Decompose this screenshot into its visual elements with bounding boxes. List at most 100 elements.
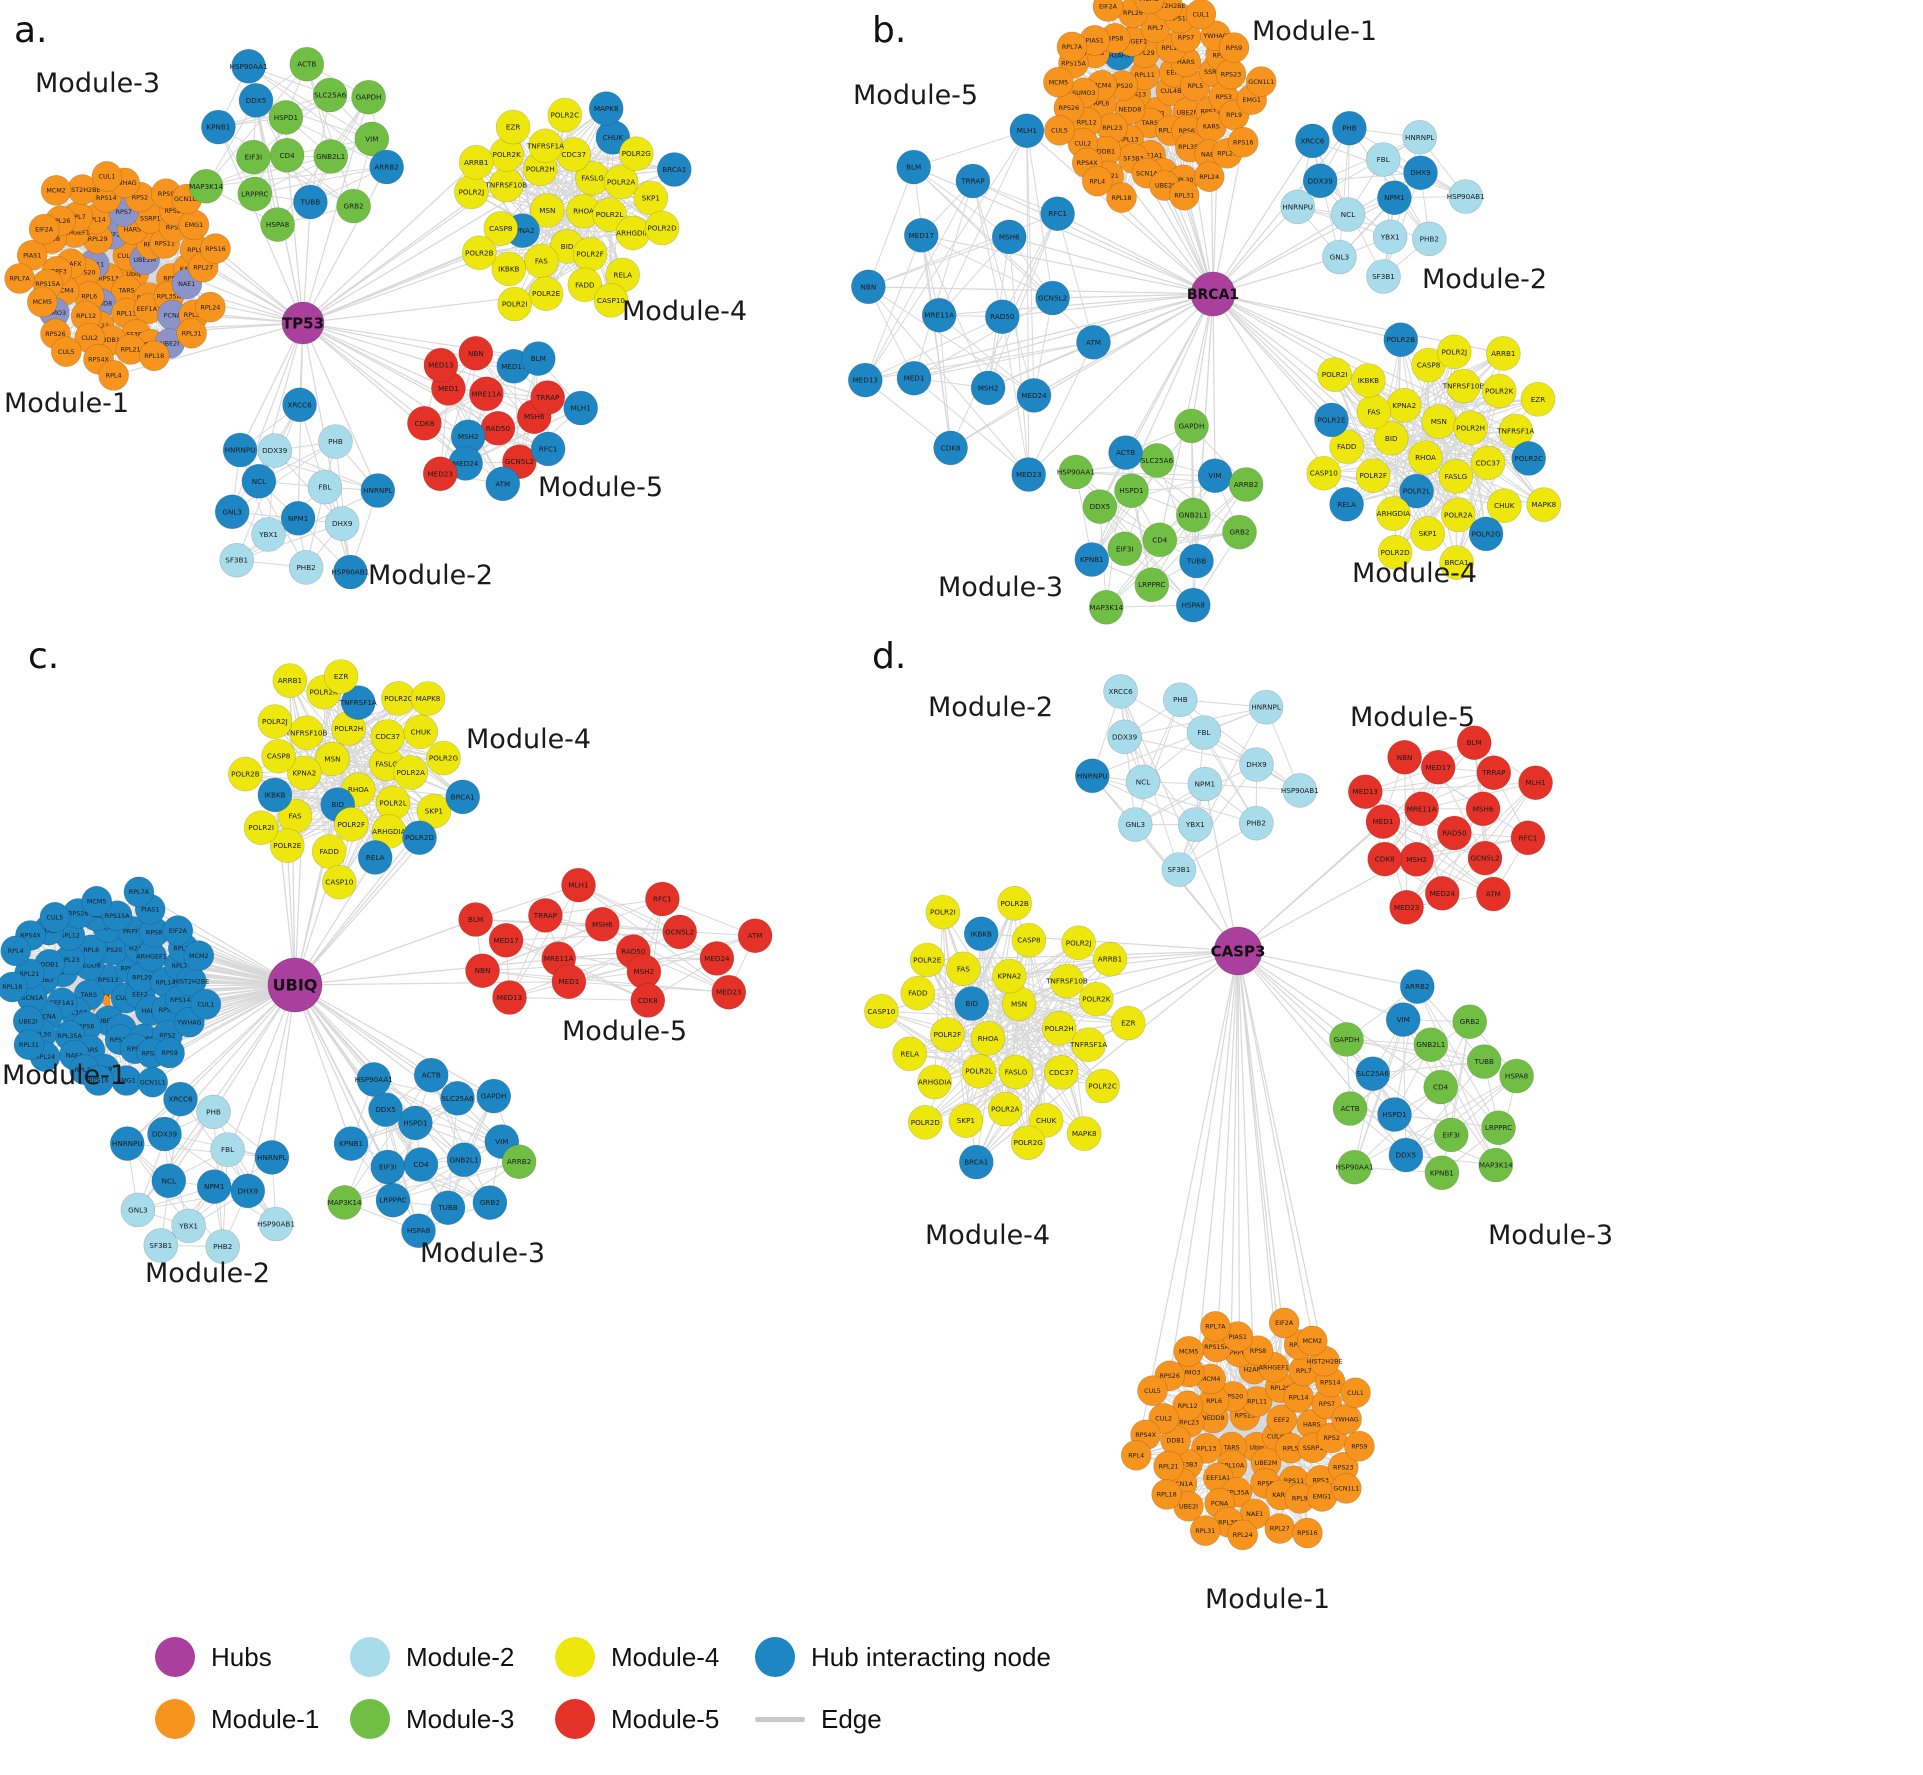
node-YBX1[interactable]: YBX1: [1178, 807, 1213, 842]
node-HNRNPL[interactable]: HNRNPL: [1248, 689, 1284, 725]
node-CASP10[interactable]: CASP10: [1306, 455, 1342, 491]
node-KPNB1[interactable]: KPNB1: [1074, 542, 1110, 577]
node-FASLG[interactable]: FASLG: [998, 1054, 1034, 1090]
node-HSPA8[interactable]: HSPA8: [1176, 587, 1211, 623]
node-DHX9[interactable]: DHX9: [324, 506, 360, 541]
node-CDC37[interactable]: CDC37: [1044, 1055, 1079, 1090]
node-DDX5[interactable]: DDX5: [368, 1092, 403, 1127]
node-CASP10[interactable]: CASP10: [321, 864, 357, 900]
node-MED13[interactable]: MED13: [847, 362, 883, 398]
node-POLR2F[interactable]: POLR2F: [930, 1017, 965, 1052]
node-MAP3K14[interactable]: MAP3K14: [188, 169, 223, 204]
node-ARRB1[interactable]: ARRB1: [1092, 941, 1128, 977]
node-GAPDH[interactable]: GAPDH: [351, 79, 386, 115]
node-RPS16[interactable]: RPS16: [200, 233, 231, 264]
node-RPL24[interactable]: RPL24: [1227, 1519, 1258, 1551]
node-HSP90AB1[interactable]: HSP90AB1: [331, 554, 369, 590]
node-HSP90AA1[interactable]: HSP90AA1: [1057, 454, 1095, 490]
node-NBN[interactable]: NBN: [1387, 739, 1422, 775]
node-EIF2A[interactable]: EIF2A: [162, 915, 194, 946]
node-ACTB[interactable]: ACTB: [413, 1057, 449, 1093]
node-XRCC6[interactable]: XRCC6: [1103, 674, 1138, 709]
node-ARRB2[interactable]: ARRB2: [1228, 467, 1264, 502]
node-RPL24[interactable]: RPL24: [1193, 161, 1225, 192]
node-MED1[interactable]: MED1: [551, 964, 587, 1000]
node-POLR2B[interactable]: POLR2B: [228, 756, 263, 792]
node-POLR2B[interactable]: POLR2B: [1383, 322, 1419, 358]
node-POLR2J[interactable]: POLR2J: [1061, 925, 1096, 961]
node-CDK8[interactable]: CDK8: [1367, 841, 1402, 877]
node-NBN[interactable]: NBN: [851, 269, 886, 305]
node-RFC1[interactable]: RFC1: [1510, 820, 1546, 856]
node-BRCA1[interactable]: BRCA1: [445, 779, 481, 815]
node-RPL31[interactable]: RPL31: [176, 317, 207, 349]
node-EIF3I[interactable]: EIF3I: [370, 1149, 406, 1185]
node-MED17[interactable]: MED17: [1420, 749, 1456, 785]
node-CD4[interactable]: CD4: [1142, 522, 1178, 558]
node-MAPK8[interactable]: MAPK8: [1066, 1116, 1102, 1151]
node-DDX39[interactable]: DDX39: [1302, 163, 1338, 199]
node-NBN[interactable]: NBN: [465, 953, 500, 989]
node-CHUK[interactable]: CHUK: [1487, 488, 1522, 524]
node-GCN1L1[interactable]: GCN1L1: [137, 1066, 168, 1098]
node-FADD[interactable]: FADD: [900, 975, 936, 1011]
node-NPM1[interactable]: NPM1: [1377, 180, 1412, 215]
node-POLR2E[interactable]: POLR2E: [909, 942, 945, 978]
node-ARHGDIA[interactable]: ARHGDIA: [1376, 496, 1411, 531]
node-IKBKB[interactable]: IKBKB: [1351, 363, 1386, 398]
node-POLR2A[interactable]: POLR2A: [1441, 497, 1476, 533]
node-ACTB[interactable]: ACTB: [1108, 435, 1143, 470]
node-POLR2G[interactable]: POLR2G: [1010, 1125, 1046, 1160]
node-CASP10[interactable]: CASP10: [864, 993, 899, 1029]
node-LRPPRC[interactable]: LRPPRC: [1134, 567, 1170, 603]
node-HSPD1[interactable]: HSPD1: [1114, 473, 1149, 509]
node-TUBB[interactable]: TUBB: [1179, 543, 1214, 579]
node-GNL3[interactable]: GNL3: [1118, 807, 1153, 842]
node-MCM2[interactable]: MCM2: [40, 175, 72, 206]
node-POLR2C[interactable]: POLR2C: [547, 97, 583, 133]
node-MSH6[interactable]: MSH6: [991, 219, 1027, 255]
node-RPL7A[interactable]: RPL7A: [1056, 31, 1088, 63]
node-SF3B1[interactable]: SF3B1: [1161, 852, 1197, 887]
node-DDX39[interactable]: DDX39: [1107, 719, 1142, 755]
node-SKP1[interactable]: SKP1: [633, 180, 669, 216]
node-NBN[interactable]: NBN: [458, 335, 494, 371]
node-YBX1[interactable]: YBX1: [251, 517, 286, 552]
node-MCM5[interactable]: MCM5: [81, 885, 112, 917]
node-MAP3K14[interactable]: MAP3K14: [1478, 1147, 1513, 1183]
node-SLC25A6[interactable]: SLC25A6: [1139, 443, 1175, 478]
node-HSPD1[interactable]: HSPD1: [398, 1105, 433, 1141]
node-ACTB[interactable]: ACTB: [289, 46, 325, 82]
node-XRCC6[interactable]: XRCC6: [1295, 123, 1330, 159]
node-RFC1[interactable]: RFC1: [1040, 196, 1075, 231]
node-ARRB2[interactable]: ARRB2: [501, 1144, 537, 1179]
node-RPL4[interactable]: RPL4: [1120, 1440, 1152, 1471]
node-POLR2E[interactable]: POLR2E: [528, 276, 564, 312]
node-VIM[interactable]: VIM: [1197, 458, 1233, 494]
node-BLM[interactable]: BLM: [458, 902, 493, 937]
node-RPS23[interactable]: RPS23: [1215, 58, 1247, 90]
node-POLR2G[interactable]: POLR2G: [618, 136, 654, 171]
node-NCL[interactable]: NCL: [151, 1163, 187, 1199]
node-HSPA8[interactable]: HSPA8: [260, 207, 295, 242]
node-EZR[interactable]: EZR: [1111, 1005, 1146, 1041]
node-TUBB[interactable]: TUBB: [293, 184, 328, 220]
node-LRPPRC[interactable]: LRPPRC: [375, 1182, 411, 1218]
node-DDX39[interactable]: DDX39: [257, 433, 293, 468]
node-RPL18[interactable]: RPL18: [138, 340, 170, 372]
node-POLR2I[interactable]: POLR2I: [243, 810, 279, 846]
node-MSN[interactable]: MSN: [1421, 404, 1457, 439]
node-POLR2A[interactable]: POLR2A: [987, 1091, 1023, 1127]
node-EIF3I[interactable]: EIF3I: [1107, 531, 1143, 567]
node-POLR2B[interactable]: POLR2B: [997, 885, 1032, 921]
node-RPL7A[interactable]: RPL7A: [1200, 1311, 1231, 1342]
node-TRRAP[interactable]: TRRAP: [955, 163, 991, 199]
node-MED24[interactable]: MED24: [1016, 378, 1052, 413]
node-RELA[interactable]: RELA: [357, 840, 393, 875]
node-GNL3[interactable]: GNL3: [120, 1192, 156, 1228]
node-RPL24[interactable]: RPL24: [195, 291, 226, 323]
node-VIM[interactable]: VIM: [354, 121, 390, 157]
node-BLM[interactable]: BLM: [896, 149, 932, 185]
node-POLR2D[interactable]: POLR2D: [644, 210, 680, 246]
node-POLR2K[interactable]: POLR2K: [1481, 373, 1517, 409]
